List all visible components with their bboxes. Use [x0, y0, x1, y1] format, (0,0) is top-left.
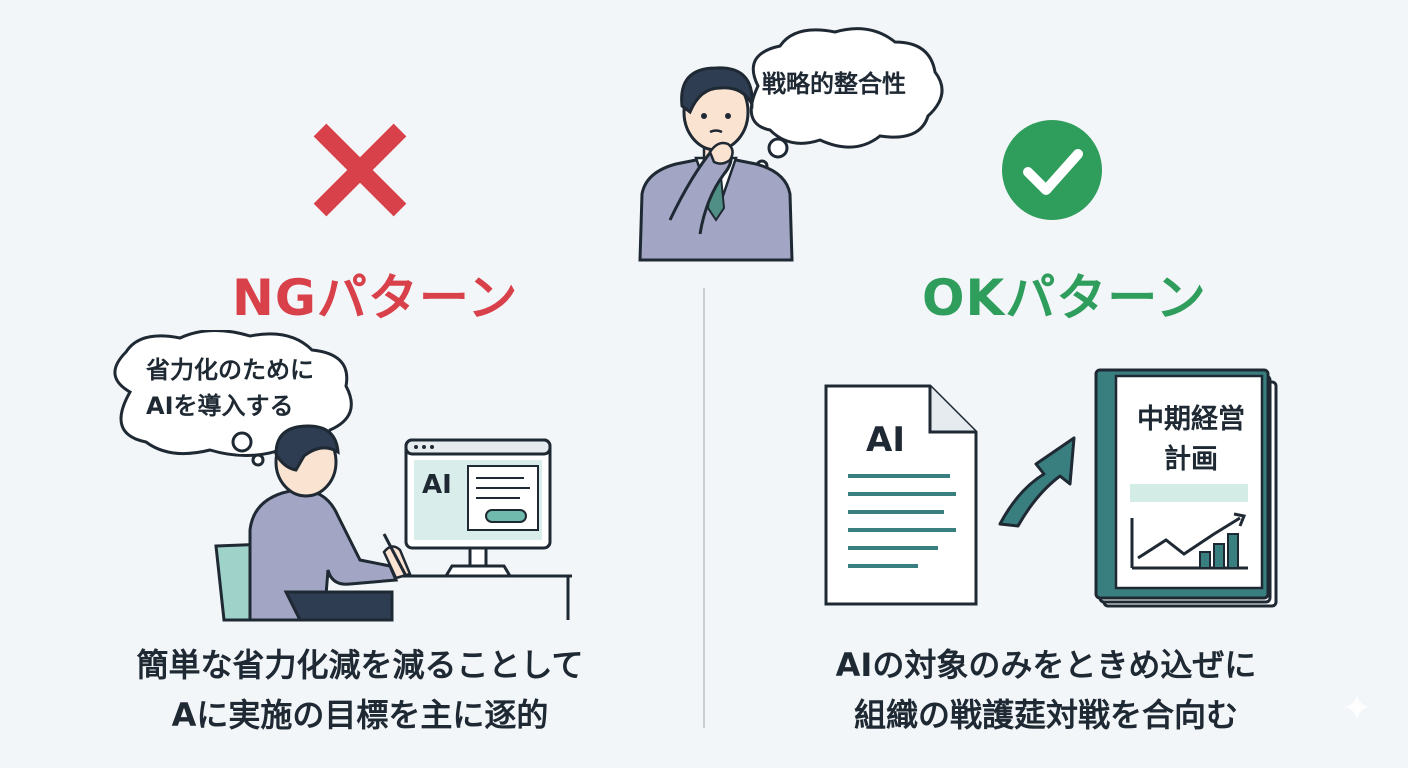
ng-cross-icon — [313, 123, 407, 217]
ai-document-label: AI — [866, 420, 905, 460]
ok-caption-line1: AIの対象のみをときめ込ぜに — [835, 646, 1257, 684]
plan-title-line1: 中期経営 — [1137, 404, 1245, 435]
curved-arrow-icon — [998, 436, 1076, 528]
center-thought-text: 戦略的整合性 — [762, 70, 906, 98]
sparkle-icon — [1345, 695, 1369, 719]
ng-thought-line1: 省力化のために — [146, 356, 314, 384]
ng-caption-line1: 簡単な省力化減を減ることして — [136, 646, 584, 684]
ok-heading: OKパターン — [922, 269, 1207, 327]
center-divider — [703, 288, 705, 728]
ai-document-icon — [824, 384, 978, 606]
ng-thought-line2: AIを導入する — [146, 392, 294, 420]
ng-heading: NGパターン — [232, 269, 519, 327]
ng-screen-label: AI — [422, 470, 452, 500]
plan-title: 中期経営 計画 — [1122, 400, 1260, 480]
ok-check-icon — [1002, 120, 1102, 220]
thinking-man-illustration — [638, 27, 944, 262]
mid-term-plan-binder-icon — [1094, 368, 1278, 608]
thought-bubble-icon — [749, 27, 944, 173]
ng-caption-line2: Aに実施の目標を主に逐的 — [171, 696, 549, 734]
ng-caption: 簡単な省力化減を減ることして Aに実施の目標を主に逐的 — [80, 640, 640, 740]
ng-thought-text: 省力化のために AIを導入する — [146, 352, 314, 424]
ng-thought-bubble-icon — [113, 330, 353, 467]
plan-title-line2: 計画 — [1164, 444, 1218, 475]
ok-caption-line2: 組織の戦護莚対戦を合向む — [853, 696, 1238, 734]
ng-computer-worker-illustration — [113, 330, 572, 622]
ok-caption: AIの対象のみをときめ込ぜに 組織の戦護莚対戦を合向む — [766, 640, 1326, 740]
